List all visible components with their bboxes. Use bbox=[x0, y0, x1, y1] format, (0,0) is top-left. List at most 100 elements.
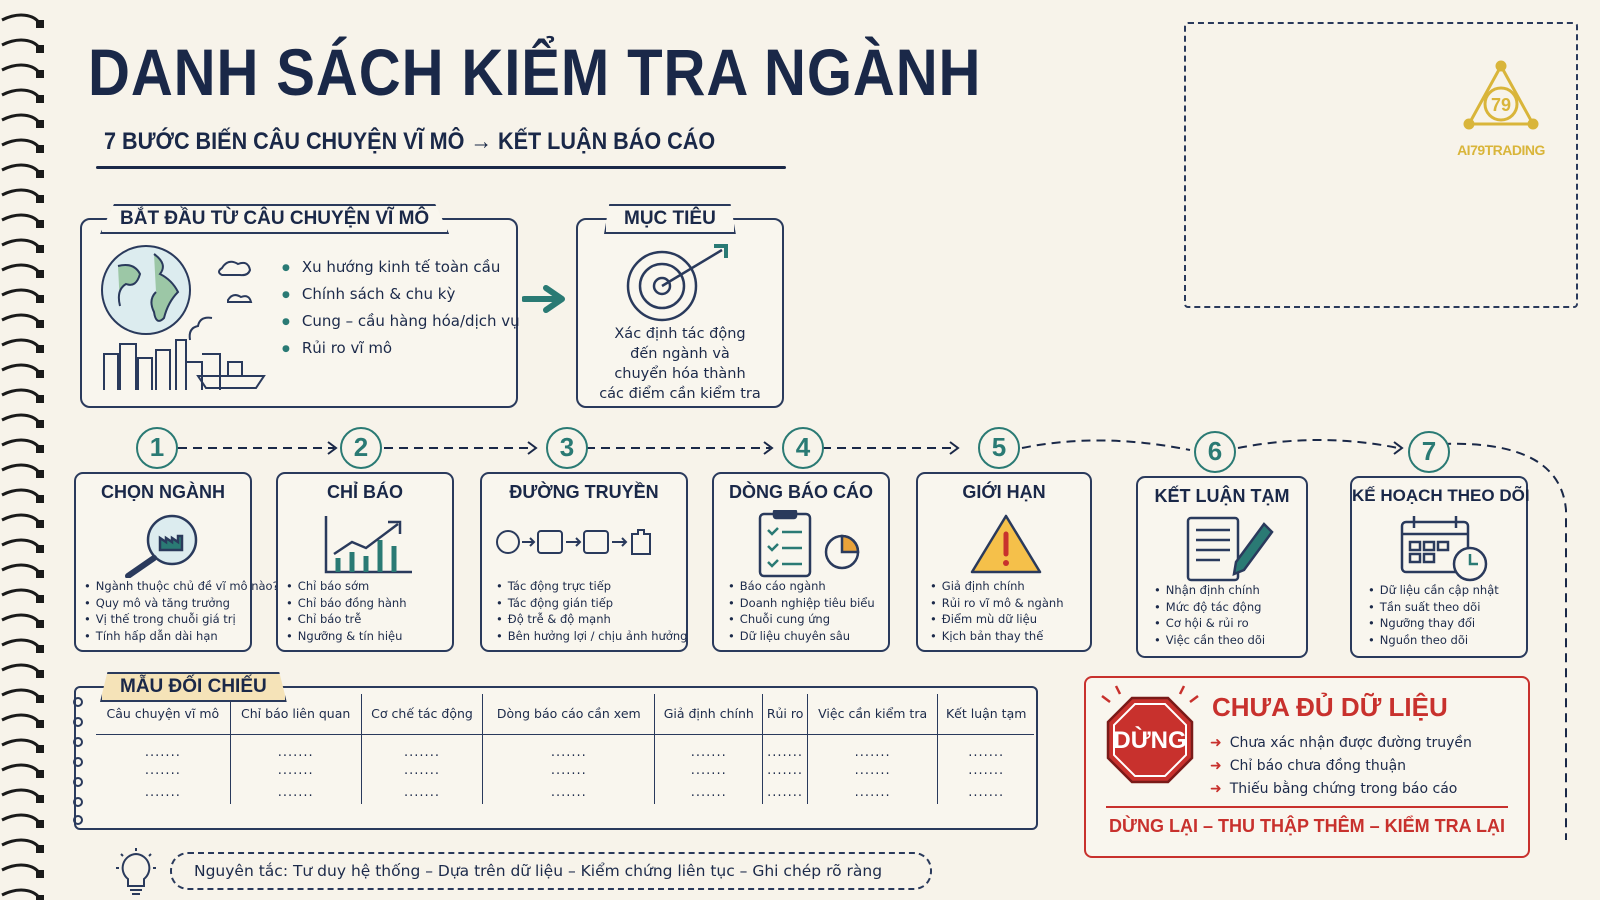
step-list: Ngành thuộc chủ đề vĩ mô nào? Quy mô và … bbox=[84, 578, 279, 644]
stop-item: Chưa xác nhận được đường truyền bbox=[1210, 732, 1472, 755]
step-item: Mức độ tác động bbox=[1154, 599, 1265, 616]
spiral-ring bbox=[1, 188, 42, 200]
template-label: MẪU ĐỐI CHIẾU bbox=[100, 672, 287, 702]
step-title: KẾ HOẠCH THEO DÕI bbox=[1352, 486, 1530, 505]
template-cell[interactable]: ....... bbox=[144, 785, 181, 800]
spiral-ring bbox=[1, 888, 42, 900]
macro-list: Xu hướng kinh tế toàn cầu Chính sách & c… bbox=[282, 258, 520, 366]
template-cell[interactable]: ....... bbox=[360, 734, 483, 760]
template-cell[interactable]: ....... bbox=[654, 759, 763, 782]
logo-placeholder-box: 79 AI79TRADING bbox=[1184, 22, 1578, 308]
step-connector bbox=[178, 439, 1567, 840]
flow-icon bbox=[496, 529, 651, 555]
stop-divider bbox=[1106, 806, 1508, 808]
page-subtitle: 7 BƯỚC BIẾN CÂU CHUYỆN VĨ MÔ → KẾT LUẬN … bbox=[104, 128, 716, 155]
template-column-header: Rủi ro bbox=[762, 694, 808, 735]
template-cell[interactable]: ....... bbox=[482, 781, 655, 804]
step-item: Báo cáo ngành bbox=[728, 578, 875, 595]
step-list: Báo cáo ngành Doanh nghiệp tiêu biểu Chu… bbox=[728, 578, 875, 644]
step-number: 3 bbox=[546, 427, 588, 469]
spiral-ring bbox=[1, 138, 42, 150]
template-cell[interactable]: ....... bbox=[806, 734, 938, 760]
step-item: Điểm mù dữ liệu bbox=[930, 611, 1063, 628]
template-cell[interactable]: ....... bbox=[360, 759, 483, 782]
template-cell[interactable]: ....... bbox=[144, 763, 181, 778]
step-item: Dữ liệu cần cập nhật bbox=[1368, 582, 1499, 599]
spiral-hole bbox=[36, 345, 44, 353]
template-cell[interactable]: ....... bbox=[654, 781, 763, 804]
comparison-template: Câu chuyện vĩ mô Chỉ báo liên quan Cơ ch… bbox=[73, 686, 1038, 830]
step-number: 7 bbox=[1408, 431, 1450, 473]
step-card-transmission: ĐƯỜNG TRUYỀN Tác động trực tiếp Tác động… bbox=[480, 472, 688, 652]
template-cell[interactable]: ....... bbox=[482, 734, 655, 760]
stop-item: Thiếu bằng chứng trong báo cáo bbox=[1210, 778, 1472, 801]
step-item: Chỉ báo đồng hành bbox=[286, 595, 407, 612]
calendar-clock-icon bbox=[1400, 516, 1488, 582]
spiral-hole bbox=[36, 545, 44, 553]
template-cell[interactable]: ....... bbox=[360, 781, 483, 804]
spiral-hole bbox=[36, 745, 44, 753]
stop-footer: DỪNG LẠI – THU THẬP THÊM – KIỂM TRA LẠI bbox=[1109, 816, 1505, 836]
template-cell[interactable]: ....... bbox=[229, 734, 362, 760]
goal-line: đến ngành và bbox=[630, 346, 730, 362]
spiral-hole bbox=[36, 645, 44, 653]
step-item: Chuỗi cung ứng bbox=[728, 611, 875, 628]
template-cell[interactable]: ....... bbox=[762, 759, 808, 782]
spiral-hole bbox=[36, 895, 44, 900]
template-cell[interactable]: ....... bbox=[482, 759, 655, 782]
goal-line: Xác định tác động bbox=[614, 326, 746, 342]
spiral-hole bbox=[36, 445, 44, 453]
template-row: ........................................… bbox=[96, 734, 1034, 760]
spiral-hole bbox=[36, 420, 44, 428]
step-number: 6 bbox=[1194, 431, 1236, 473]
spiral-hole bbox=[36, 820, 44, 828]
step-item: Tần suất theo dõi bbox=[1368, 599, 1499, 616]
spiral-hole bbox=[36, 495, 44, 503]
spiral-hole bbox=[36, 120, 44, 128]
template-cell[interactable]: ....... bbox=[937, 734, 1034, 760]
step-title: CHỌN NGÀNH bbox=[101, 482, 225, 502]
template-cell[interactable]: ....... bbox=[806, 759, 938, 782]
step-item: Kịch bản thay thế bbox=[930, 628, 1063, 645]
step-title: DÒNG BÁO CÁO bbox=[729, 482, 873, 502]
template-cell[interactable]: ....... bbox=[654, 734, 763, 760]
spiral-hole bbox=[36, 170, 44, 178]
spiral-hole bbox=[36, 570, 44, 578]
globe-city-illustration bbox=[101, 245, 266, 390]
spiral-hole bbox=[36, 195, 44, 203]
step-title: ĐƯỜNG TRUYỀN bbox=[509, 482, 659, 502]
spiral-hole bbox=[36, 145, 44, 153]
step-number: 1 bbox=[136, 427, 178, 469]
spiral-ring bbox=[1, 338, 42, 350]
step-item: Việc cần theo dõi bbox=[1154, 632, 1265, 649]
step-item: Chỉ báo sớm bbox=[286, 578, 407, 595]
template-body: ........................................… bbox=[96, 734, 1034, 804]
template-cell[interactable]: ....... bbox=[144, 744, 181, 760]
template-column-header: Kết luận tạm bbox=[937, 694, 1034, 735]
step-list: Tác động trực tiếp Tác động gián tiếp Độ… bbox=[496, 578, 688, 644]
step-item: Ngành thuộc chủ đề vĩ mô nào? bbox=[84, 578, 279, 595]
spiral-hole bbox=[36, 45, 44, 53]
spiral-ring bbox=[1, 388, 42, 400]
stop-title: CHƯA ĐỦ DỮ LIỆU bbox=[1212, 692, 1448, 722]
template-cell[interactable]: ....... bbox=[762, 734, 808, 760]
template-cell[interactable]: ....... bbox=[806, 781, 938, 804]
template-cell[interactable]: ....... bbox=[937, 781, 1034, 804]
template-cell[interactable]: ....... bbox=[937, 759, 1034, 782]
spiral-ring bbox=[1, 363, 42, 375]
goal-line: các điểm cần kiểm tra bbox=[599, 386, 761, 402]
template-cell[interactable]: ....... bbox=[762, 781, 808, 804]
insufficient-data-box: DỪNG CHƯA ĐỦ DỮ LIỆU Chưa xác nhận được … bbox=[1084, 676, 1530, 858]
stop-sign-text: DỪNG bbox=[1113, 726, 1186, 754]
arrow-right-icon bbox=[522, 285, 565, 313]
step-item: Dữ liệu chuyên sâu bbox=[728, 628, 875, 645]
stop-sign-icon: DỪNG bbox=[1101, 685, 1199, 784]
step-list: Dữ liệu cần cập nhật Tần suất theo dõi N… bbox=[1368, 582, 1499, 648]
goal-text: Xác định tác động đến ngành và chuyển hó… bbox=[588, 324, 772, 404]
step-item: Nhận định chính bbox=[1154, 582, 1265, 599]
step-title: CHỈ BÁO bbox=[327, 482, 403, 502]
template-cell[interactable]: ....... bbox=[229, 759, 362, 782]
target-arrow-icon bbox=[626, 244, 728, 322]
spiral-hole bbox=[36, 470, 44, 478]
template-cell[interactable]: ....... bbox=[229, 781, 362, 804]
